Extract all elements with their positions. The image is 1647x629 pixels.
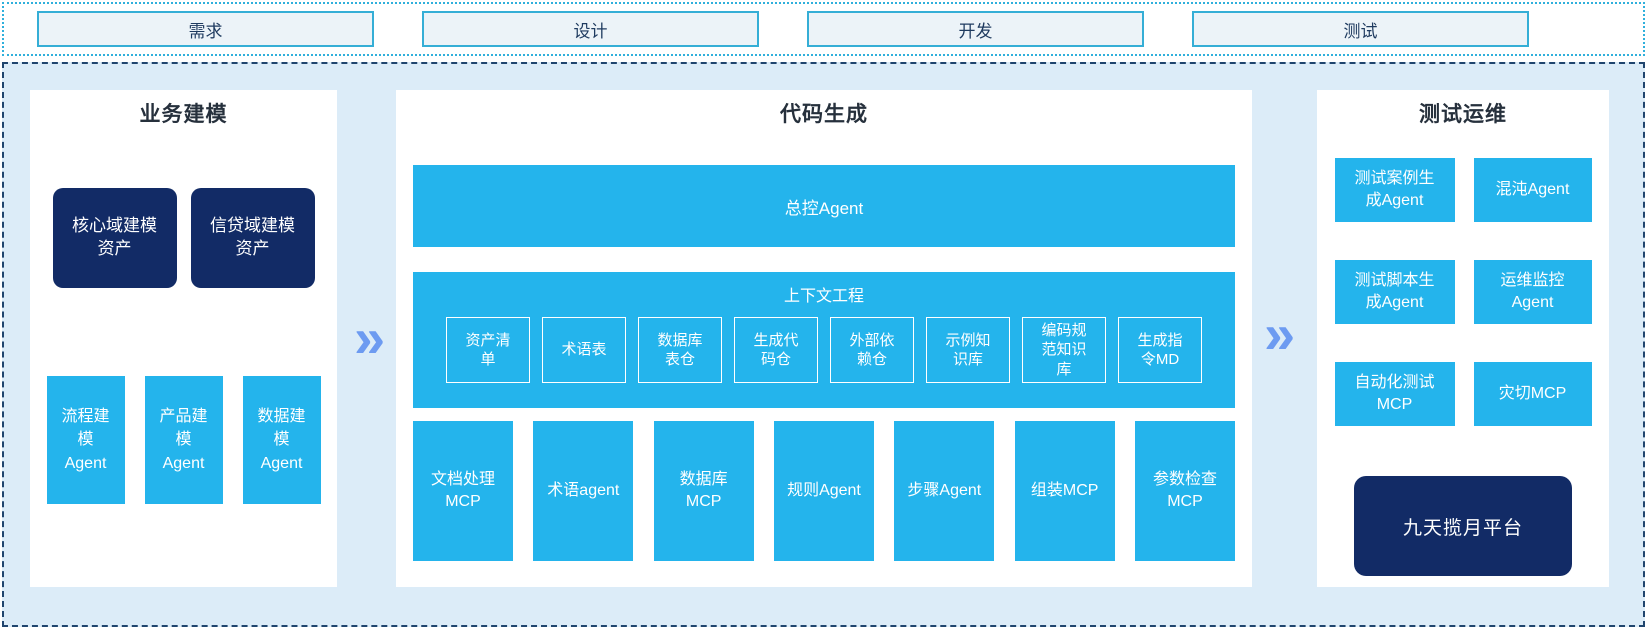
jiutian-lanyue-platform-box: 九天揽月平台 [1354, 476, 1572, 576]
doc-processing-mcp-box: 文档处理MCP [413, 421, 513, 561]
test-ops-title: 测试运维 [1419, 103, 1507, 126]
code-generation-title: 代码生成 [780, 103, 868, 126]
phase-label: 设计 [573, 21, 608, 41]
process-modeling-agent-box: 流程建模Agent [46, 376, 125, 504]
business-modeling-panel: 业务建模 核心域建模资产 信贷域建模资产 流程建模Agent 产品建模Agent… [30, 90, 337, 587]
business-modeling-title: 业务建模 [139, 103, 228, 126]
test-ops-grid: 测试案例生成Agent 混沌Agent 测试脚本生成Agent 运维监控Agen… [1317, 158, 1609, 426]
step-agent-box: 步骤Agent [894, 421, 995, 561]
assembly-mcp-box: 组装MCP [1014, 421, 1115, 561]
phase-label: 需求 [188, 21, 223, 41]
auto-test-mcp-box: 自动化测试MCP [1334, 362, 1455, 426]
phase-box-design: 设计 [422, 11, 759, 47]
phase-strip: 需求 设计 开发 测试 [2, 2, 1645, 56]
phase-box-testing: 测试 [1192, 11, 1529, 47]
generated-code-repo-box: 生成代码仓 [734, 317, 818, 383]
phase-box-development: 开发 [807, 11, 1144, 47]
double-chevron-right-icon: » [354, 306, 386, 369]
external-deps-repo-box: 外部依赖仓 [830, 317, 914, 383]
db-table-repo-box: 数据库表仓 [638, 317, 722, 383]
main-container: 业务建模 核心域建模资产 信贷域建模资产 流程建模Agent 产品建模Agent… [2, 62, 1645, 627]
test-case-gen-agent-box: 测试案例生成Agent [1334, 158, 1455, 222]
credit-domain-asset-box: 信贷域建模资产 [190, 188, 315, 288]
example-knowledge-base-box: 示例知识库 [926, 317, 1010, 383]
context-item-row: 资产清单 术语表 数据库表仓 生成代码仓 外部依赖仓 示例知识库 编码规范知识库… [413, 317, 1235, 383]
param-check-mcp-box: 参数检查MCP [1134, 421, 1235, 561]
modeling-asset-row: 核心域建模资产 信贷域建模资产 [30, 188, 337, 288]
glossary-box: 术语表 [542, 317, 626, 383]
modeling-agent-row: 流程建模Agent 产品建模Agent 数据建模Agent [30, 376, 337, 504]
code-generation-tool-row: 文档处理MCP 术语agent 数据库MCP 规则Agent 步骤Agent 组… [413, 421, 1235, 561]
test-ops-panel: 测试运维 测试案例生成Agent 混沌Agent 测试脚本生成Agent 运维监… [1317, 90, 1609, 587]
master-agent-bar: 总控Agent [413, 165, 1235, 247]
chaos-agent-box: 混沌Agent [1473, 158, 1592, 222]
database-mcp-box: 数据库MCP [653, 421, 754, 561]
rule-agent-box: 规则Agent [773, 421, 874, 561]
context-engineering-title: 上下文工程 [783, 288, 864, 305]
product-modeling-agent-box: 产品建模Agent [144, 376, 223, 504]
core-domain-asset-box: 核心域建模资产 [52, 188, 177, 288]
double-chevron-right-icon: » [1264, 302, 1296, 365]
phase-label: 测试 [1343, 21, 1378, 41]
glossary-agent-box: 术语agent [533, 421, 634, 561]
coding-standards-kb-box: 编码规范知识库 [1022, 317, 1106, 383]
phase-label: 开发 [958, 21, 993, 41]
data-modeling-agent-box: 数据建模Agent [242, 376, 321, 504]
ops-monitor-agent-box: 运维监控Agent [1473, 260, 1592, 324]
gen-instruction-md-box: 生成指令MD [1118, 317, 1202, 383]
context-engineering-box: 上下文工程 资产清单 术语表 数据库表仓 生成代码仓 外部依赖仓 示例知识库 编… [413, 272, 1235, 408]
asset-list-box: 资产清单 [446, 317, 530, 383]
code-generation-panel: 代码生成 总控Agent 上下文工程 资产清单 术语表 数据库表仓 生成代码仓 … [396, 90, 1252, 587]
disaster-switch-mcp-box: 灾切MCP [1473, 362, 1592, 426]
phase-box-requirements: 需求 [37, 11, 374, 47]
test-script-gen-agent-box: 测试脚本生成Agent [1334, 260, 1455, 324]
